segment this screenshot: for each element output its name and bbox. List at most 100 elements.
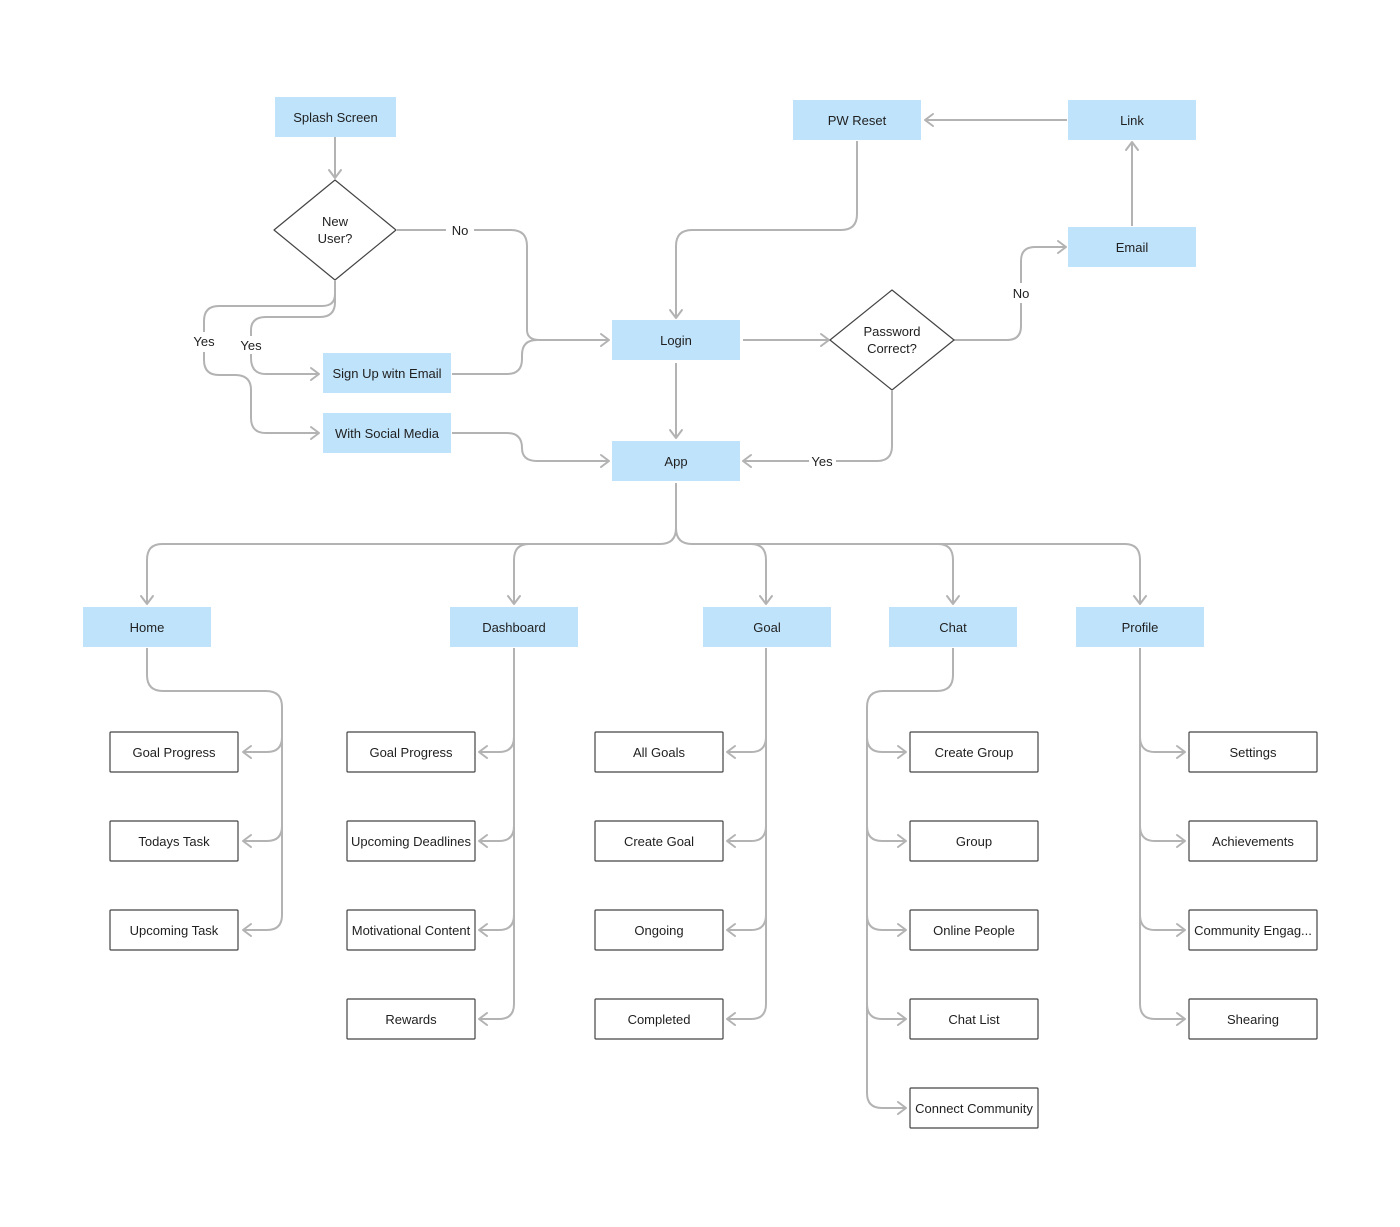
node-profile-achievements-label: Achievements: [1212, 834, 1294, 849]
node-goal[interactable]: Goal: [703, 607, 831, 647]
edge-goal-to-ongoing: [726, 914, 767, 937]
node-dashboard-rewards[interactable]: Rewards: [346, 998, 476, 1040]
edge-chat-to-list: [866, 1003, 907, 1026]
node-link[interactable]: Link: [1068, 100, 1196, 140]
node-profile[interactable]: Profile: [1076, 607, 1204, 647]
node-login[interactable]: Login: [612, 320, 740, 360]
primary-nodes: Splash Screen Sign Up witn Email With So…: [83, 97, 1204, 647]
node-chat-label: Chat: [939, 620, 967, 635]
edge-social-to-app: [452, 432, 610, 468]
edge-home-to-goal-progress: [242, 736, 283, 759]
label-new-user-yes-signup: Yes: [240, 338, 262, 353]
node-dashboard-label: Dashboard: [482, 620, 546, 635]
node-dashboard[interactable]: Dashboard: [450, 607, 578, 647]
node-chat-group-label: Group: [956, 834, 992, 849]
edge-app-to-profile: [675, 527, 1147, 605]
edge-app-to-goal: [750, 543, 773, 605]
node-dashboard-goal-progress-label: Goal Progress: [369, 745, 453, 760]
node-home-goal-progress-label: Goal Progress: [132, 745, 216, 760]
label-new-user-yes-social: Yes: [193, 334, 215, 349]
node-goal-create-goal[interactable]: Create Goal: [594, 820, 724, 862]
node-chat-online-people-label: Online People: [933, 923, 1015, 938]
node-splash-screen-label: Splash Screen: [293, 110, 378, 125]
node-home-upcoming-task[interactable]: Upcoming Task: [109, 909, 239, 951]
decision-new-user-line1: New: [322, 214, 349, 229]
node-profile-community-engagement-label: Community Engag...: [1194, 923, 1312, 938]
node-app[interactable]: App: [612, 441, 740, 481]
node-profile-shearing[interactable]: Shearing: [1188, 998, 1318, 1040]
decision-new-user[interactable]: New User?: [273, 179, 397, 281]
node-social-media-label: With Social Media: [335, 426, 440, 441]
edge-chat-trunk: [866, 648, 954, 1115]
node-home-upcoming-task-label: Upcoming Task: [130, 923, 219, 938]
edge-dashboard-to-goal-progress: [478, 736, 515, 759]
edge-goal-to-create: [726, 825, 767, 848]
node-goal-all-goals[interactable]: All Goals: [594, 731, 724, 773]
node-chat-online-people[interactable]: Online People: [909, 909, 1039, 951]
edge-app-to-home: [140, 483, 677, 605]
decision-password-correct[interactable]: Password Correct?: [829, 289, 955, 391]
node-profile-community-engagement[interactable]: Community Engag...: [1188, 909, 1318, 951]
node-profile-settings[interactable]: Settings: [1188, 731, 1318, 773]
edge-dashboard-to-motivational: [478, 914, 515, 937]
node-profile-settings-label: Settings: [1230, 745, 1277, 760]
node-goal-ongoing[interactable]: Ongoing: [594, 909, 724, 951]
node-chat[interactable]: Chat: [889, 607, 1017, 647]
node-chat-create-group-label: Create Group: [935, 745, 1014, 760]
node-pw-reset[interactable]: PW Reset: [793, 100, 921, 140]
node-email[interactable]: Email: [1068, 227, 1196, 267]
decision-nodes: New User? Password Correct?: [273, 179, 955, 391]
node-dashboard-goal-progress[interactable]: Goal Progress: [346, 731, 476, 773]
decision-new-user-line2: User?: [318, 231, 353, 246]
edge-app-to-dashboard: [507, 543, 530, 605]
node-app-label: App: [664, 454, 687, 469]
edge-profile-to-achievements: [1139, 825, 1186, 848]
edge-dashboard-trunk: [478, 648, 515, 1026]
node-home[interactable]: Home: [83, 607, 211, 647]
node-home-label: Home: [130, 620, 165, 635]
label-password-no: No: [1013, 286, 1030, 301]
child-nodes: Goal Progress Todays Task Upcoming Task …: [109, 731, 1318, 1129]
edge-goal-trunk: [726, 648, 767, 1026]
node-dashboard-rewards-label: Rewards: [385, 1012, 437, 1027]
edge-dashboard-to-deadlines: [478, 825, 515, 848]
node-profile-achievements[interactable]: Achievements: [1188, 820, 1318, 862]
node-chat-connect-community[interactable]: Connect Community: [909, 1087, 1039, 1129]
edge-password-yes-to-app: [743, 391, 893, 461]
edge-chat-to-online: [866, 914, 907, 937]
edge-chat-to-create-group: [866, 736, 907, 759]
edge-goal-to-all: [726, 736, 767, 759]
edge-password-no-to-email: [954, 247, 1066, 341]
edge-profile-to-settings: [1139, 736, 1186, 759]
node-profile-label: Profile: [1122, 620, 1159, 635]
node-home-goal-progress[interactable]: Goal Progress: [109, 731, 239, 773]
node-home-todays-task[interactable]: Todays Task: [109, 820, 239, 862]
node-goal-create-goal-label: Create Goal: [624, 834, 694, 849]
edge-newuser-yes-to-social: [203, 281, 336, 433]
node-goal-completed-label: Completed: [628, 1012, 691, 1027]
node-pw-reset-label: PW Reset: [828, 113, 887, 128]
node-chat-chat-list[interactable]: Chat List: [909, 998, 1039, 1040]
node-chat-create-group[interactable]: Create Group: [909, 731, 1039, 773]
edge-profile-to-community: [1139, 914, 1186, 937]
node-sign-up-email-label: Sign Up witn Email: [332, 366, 441, 381]
node-login-label: Login: [660, 333, 692, 348]
node-dashboard-motivational-content[interactable]: Motivational Content: [346, 909, 476, 951]
edge-app-to-chat: [937, 543, 960, 605]
node-goal-completed[interactable]: Completed: [594, 998, 724, 1040]
node-splash-screen[interactable]: Splash Screen: [275, 97, 396, 137]
node-chat-group[interactable]: Group: [909, 820, 1039, 862]
node-goal-ongoing-label: Ongoing: [634, 923, 683, 938]
edge-signup-to-login: [452, 339, 538, 375]
node-dashboard-upcoming-deadlines[interactable]: Upcoming Deadlines: [346, 820, 476, 862]
connectors: [140, 113, 1186, 1115]
node-social-media[interactable]: With Social Media: [323, 413, 451, 453]
edge-labels: No Yes Yes No Yes: [193, 223, 1029, 469]
node-profile-shearing-label: Shearing: [1227, 1012, 1279, 1027]
node-goal-all-goals-label: All Goals: [633, 745, 686, 760]
decision-password-line2: Correct?: [867, 341, 917, 356]
node-sign-up-email[interactable]: Sign Up witn Email: [323, 353, 451, 393]
edge-newuser-yes-to-signup: [250, 294, 336, 374]
node-email-label: Email: [1116, 240, 1149, 255]
